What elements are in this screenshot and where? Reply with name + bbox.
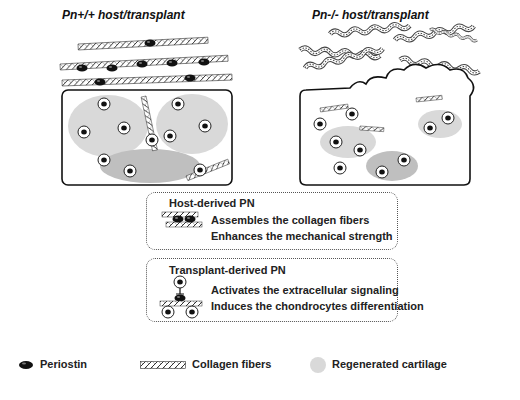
host-pn-icon	[162, 212, 202, 227]
explanation-box: Host-derived PN Assembles the collagen fi…	[146, 192, 398, 250]
chondrocytes	[314, 108, 454, 178]
wavy-collagen-fibers	[300, 23, 480, 73]
legend-text: Regenerated cartilage	[332, 358, 447, 370]
legend-text: Periostin	[40, 358, 87, 370]
cloudy-cartilage-box	[300, 64, 474, 185]
legend-text: Collagen fibers	[192, 358, 271, 370]
box-heading: Transplant-derived PN	[169, 264, 286, 277]
chondrocytes	[78, 98, 211, 177]
regenerated-cartilage	[320, 110, 462, 181]
inner-fibers	[141, 96, 229, 181]
panel-heading: Pn+/+ host/transplant	[62, 8, 185, 22]
regenerated-cartilage	[68, 94, 228, 183]
box-body-line: Assembles the collagen fibers	[211, 214, 369, 227]
box-body-line: Enhances the mechanical strength	[211, 230, 393, 243]
box-body-line: Induces the chondrocytes differentiation	[211, 300, 424, 313]
box-body-line: Activates the extracellular signaling	[211, 284, 399, 297]
fiber-sample	[140, 361, 186, 369]
legend-swatch	[310, 357, 326, 373]
box-heading: Host-derived PN	[169, 197, 255, 210]
transplant-pn-icon	[160, 276, 202, 318]
periostin-sample	[18, 360, 34, 370]
panel-heading: Pn-/- host/transplant	[312, 8, 429, 22]
periostin-dots	[77, 39, 210, 85]
cartilage-box	[62, 90, 232, 185]
explanation-box: Transplant-derived PN Activates the extra…	[146, 258, 398, 322]
straight-collagen-fibers	[60, 37, 232, 86]
